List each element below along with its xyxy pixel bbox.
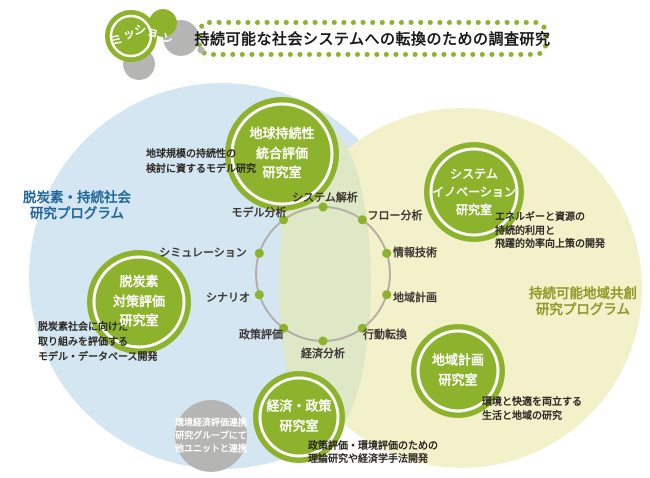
keyword-scenario: シナリオ (206, 291, 250, 304)
keyword-economic-analysis: 経済分析 (301, 347, 345, 360)
program-right-label: 持続可能地域共創 研究プログラム (529, 286, 637, 319)
badge-green-main-circle (105, 10, 157, 62)
program-left-label: 脱炭素・持続社会 研究プログラム (23, 190, 131, 223)
desc-decarbonization: 脱炭素社会に向けた 取り組みを評価する モデル・データベース開発 (38, 322, 158, 363)
lab-label-decarbonization: 脱炭素 対策評価 研究室 (112, 274, 166, 329)
program-right-line1: 持続可能地域共創 (529, 286, 637, 303)
badge-char: シ (134, 23, 147, 37)
lab-circle-earth (225, 97, 339, 211)
lab-circles (87, 97, 524, 463)
collaboration-note: 環境経済評価連携 研究グループにて 他ユニットと連携 (174, 418, 248, 455)
mission-title: 持続可能な社会システムへの転換のための調査研究 (194, 30, 551, 48)
lab-label-economy-policy: 経済・政策 研究室 (266, 399, 332, 435)
mission-badge-circles (105, 9, 205, 80)
lab-circle-decarbonization (87, 250, 191, 354)
keyword-flow-analysis: フロー分析 (367, 209, 423, 222)
mission-badge-label: ミ ッ シ ョ ン (103, 18, 193, 68)
keyword-simulation: シミュレーション (159, 246, 247, 259)
lab-circle-economy-policy (253, 371, 345, 463)
badge-char: ン (157, 29, 175, 49)
desc-economy-policy: 政策評価・環境評価のための 理論研究や経済学手法開発 (308, 441, 438, 465)
program-left-line1: 脱炭素・持続社会 (23, 190, 131, 207)
lab-label-regional-planning: 地域計画 研究室 (431, 353, 485, 389)
badge-char: ョ (145, 23, 161, 41)
lab-label-earth: 地球持続性 統合評価 研究室 (249, 126, 315, 181)
venn-right-circle (282, 108, 642, 468)
desc-regional-planning: 環境と快適を両立する 生活と地域の研究 (482, 397, 582, 422)
badge-gray-dot (197, 46, 205, 54)
lab-circle-system-innovation (424, 142, 524, 242)
lab-label-system-innovation: システム イノベーション 研究室 (432, 167, 516, 217)
program-right-line2: 研究プログラム (535, 302, 631, 318)
lab-circle-regional-planning (411, 324, 505, 418)
keyword-regional-planning: 地域計画 (393, 291, 437, 304)
keyword-policy-evaluation: 政策評価 (239, 328, 283, 341)
program-left-line2: 研究プログラム (29, 206, 125, 222)
mission-title-dotted-border (197, 20, 548, 57)
desc-system-innovation: エネルギーと資源の 持続的利用と 飛躍的効率向上策の開発 (495, 212, 605, 250)
keyword-ring-dots (254, 202, 392, 346)
collaboration-circle (175, 400, 247, 472)
keyword-information-technology: 情報技術 (393, 246, 437, 259)
desc-earth: 地球規模の持続性の 検討に資するモデル研究 (146, 149, 256, 175)
keyword-behavior-change: 行動転換 (363, 328, 407, 341)
keyword-system-analysis: システム解析 (292, 191, 358, 204)
keyword-model-analysis: モデル分析 (231, 206, 287, 219)
